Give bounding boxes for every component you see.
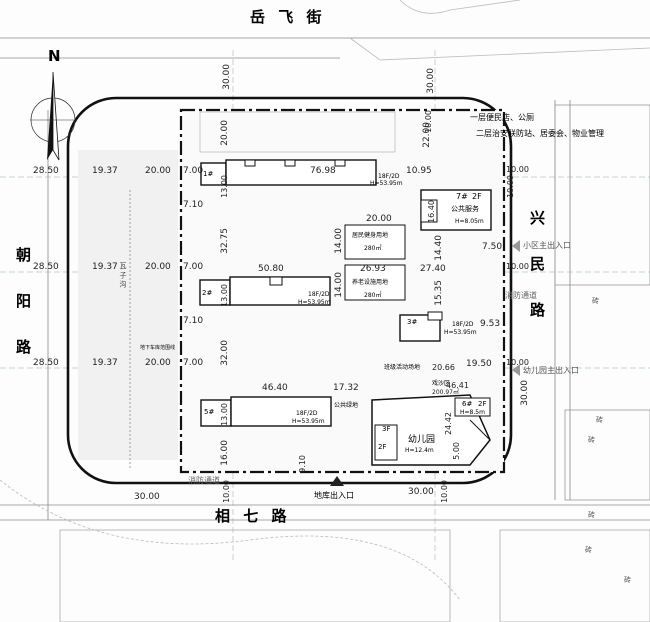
b2-height: H=53.95m: [298, 299, 331, 306]
b5-id: 5#: [204, 408, 215, 416]
kindergarten-entrance-label: 幼儿园主出入口: [523, 366, 579, 375]
b6-height: H=8.5m: [460, 409, 485, 416]
b5-height: H=53.95m: [292, 418, 325, 425]
hatch-label-5: 砖: [585, 546, 592, 554]
elderly-area: 280㎡: [364, 292, 382, 299]
b1-id: 1#: [203, 170, 214, 178]
b7-sub: 公共服务: [451, 205, 479, 213]
road-west-label: 朝 阳 路: [16, 246, 32, 356]
fitness-block: [344, 224, 406, 260]
fitness-area: 280㎡: [364, 245, 382, 252]
road-south-label: 相 七 路: [215, 507, 291, 525]
b3-info: 18F/2D: [452, 321, 474, 328]
shop-label: 一层便民店、公厕: [470, 113, 534, 122]
hatch-label-4: 砖: [588, 511, 595, 519]
garage-entrance-arrow: [330, 476, 344, 486]
b2-id: 2#: [202, 289, 213, 297]
b7-info: 2F: [472, 192, 482, 201]
kindergarten: [371, 394, 491, 466]
underground-label: 地下车库范围线: [140, 345, 176, 351]
hatch-label-3: 砖: [588, 436, 595, 444]
ditch-label: 瓦 子 沟: [119, 262, 127, 288]
b2-info: 18F/2D: [308, 291, 330, 298]
community-entrance-arrow: [512, 240, 520, 252]
play-area-label: 戏沙区: [432, 380, 451, 387]
fitness-label: 居民健身用地: [352, 232, 389, 239]
kindergarten-entrance-arrow: [512, 364, 520, 376]
north-label: N: [48, 47, 61, 65]
b6-id: 6#: [462, 400, 473, 408]
hatch-label-6: 砖: [624, 576, 631, 584]
k-3f: 3F: [382, 425, 391, 433]
b5-info: 18F/2D: [296, 410, 318, 417]
road-east-label: 兴 民 路: [530, 209, 546, 319]
west-green-strip: [78, 150, 178, 460]
fire-lane-east-label: 消防通道: [505, 291, 537, 300]
fire-lane-south-label: 消防通道: [188, 476, 220, 485]
north-yard: [199, 111, 396, 153]
building-3: [399, 311, 443, 342]
community-entrance-label: 小区主出入口: [523, 241, 571, 250]
b3-id: 3#: [407, 318, 418, 326]
setback-boundary: [66, 96, 513, 485]
b3-height: H=53.95m: [444, 329, 477, 336]
hatch-label-2: 砖: [596, 416, 603, 424]
b1-height: H=53.95m: [370, 180, 403, 187]
elderly-label: 养老设施用地: [352, 279, 389, 286]
kindergarten-label: 幼儿园: [408, 435, 436, 445]
public-green-label: 公共绿地: [334, 402, 359, 409]
b1-info: 18F/2D: [378, 173, 400, 180]
north-arrow-icon: [30, 71, 76, 161]
k-2f: 2F: [378, 443, 387, 451]
service-label: 二层治安联防站、居委会、物业管理: [476, 129, 604, 138]
activity-label: 班级活动场地: [384, 364, 421, 371]
road-north-label: 岳 飞 街: [250, 8, 326, 26]
building-1: [200, 159, 377, 186]
garage-entrance-label: 地库出入口: [314, 491, 354, 500]
hatch-label-1: 砖: [592, 297, 599, 305]
k-height: H=12.4m: [405, 447, 434, 454]
b7-id: 7#: [456, 192, 468, 201]
elderly-block: [344, 264, 406, 301]
building-5: [200, 396, 332, 427]
b7-height: H=8.05m: [455, 218, 484, 225]
b6-info: 2F: [478, 400, 487, 408]
building-2: [199, 276, 331, 306]
